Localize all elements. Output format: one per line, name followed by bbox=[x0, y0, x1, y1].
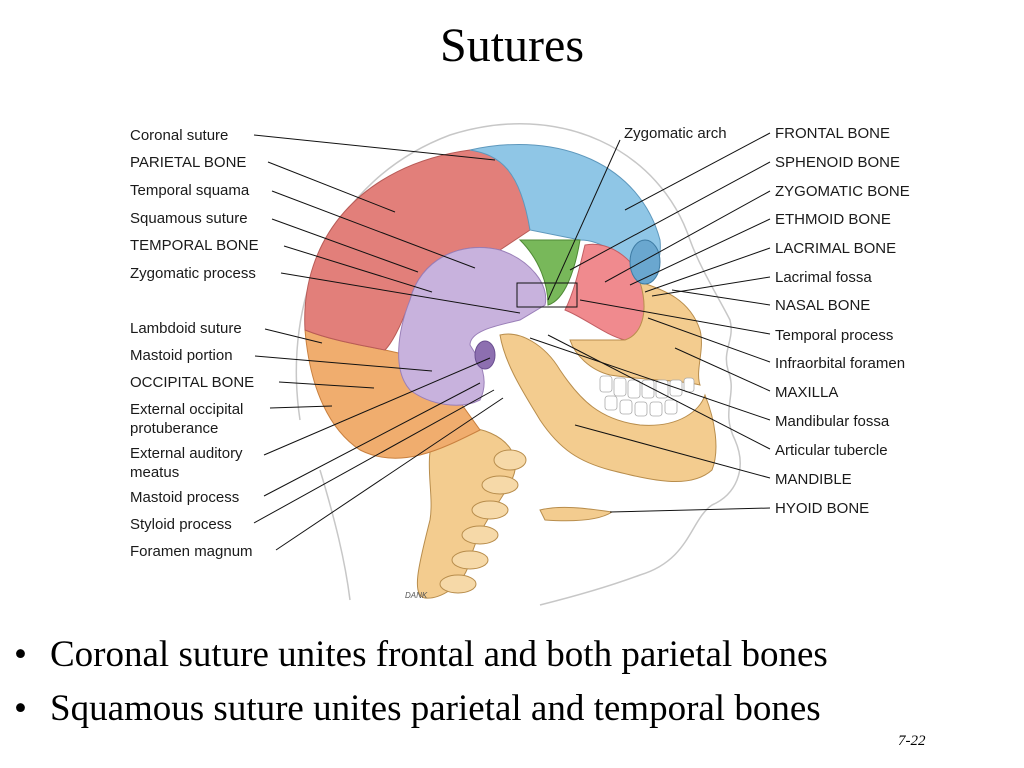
label-occipital-bone: OCCIPITAL BONE bbox=[130, 374, 254, 391]
label-temporal-squama: Temporal squama bbox=[130, 182, 250, 199]
label-sphenoid-bone: SPHENOID BONE bbox=[775, 154, 900, 171]
label-squamous-suture: Squamous suture bbox=[130, 210, 248, 227]
bullet-text: Coronal suture unites frontal and both p… bbox=[50, 634, 828, 675]
mandible bbox=[499, 333, 717, 482]
bullet-icon: • bbox=[14, 688, 27, 729]
label-parietal-bone: PARIETAL BONE bbox=[130, 154, 246, 171]
right-leader-lines bbox=[529, 132, 771, 513]
orbit bbox=[629, 239, 661, 285]
external-auditory-meatus bbox=[474, 340, 496, 370]
label-frontal-bone: FRONTAL BONE bbox=[775, 125, 890, 142]
bullet-icon: • bbox=[14, 634, 27, 675]
bullet-item: • Squamous suture unites parietal and tem… bbox=[14, 682, 1014, 736]
label-articular-tubercle: Articular tubercle bbox=[775, 442, 888, 459]
label-foramen-magnum: Foramen magnum bbox=[130, 543, 253, 560]
label-meatus: meatus bbox=[130, 464, 179, 481]
label-styloid-process: Styloid process bbox=[130, 516, 232, 533]
neck-outline bbox=[319, 469, 351, 601]
bullet-text: Squamous suture unites parietal and temp… bbox=[50, 688, 821, 729]
label-zygomatic-process: Zygomatic process bbox=[130, 265, 256, 282]
bullet-item: • Coronal suture unites frontal and both … bbox=[14, 628, 1014, 682]
hyoid-bone bbox=[539, 506, 614, 522]
label-mandibular-fossa: Mandibular fossa bbox=[775, 413, 890, 430]
label-coronal-suture: Coronal suture bbox=[130, 127, 228, 144]
label-ethmoid-bone: ETHMOID BONE bbox=[775, 211, 891, 228]
label-protuberance: protuberance bbox=[130, 420, 218, 437]
head-outline bbox=[295, 123, 741, 606]
sphenoid-bone bbox=[518, 239, 581, 306]
label-nasal-bone: NASAL BONE bbox=[775, 297, 870, 314]
label-lacrimal-fossa: Lacrimal fossa bbox=[775, 269, 872, 286]
label-temporal-bone: TEMPORAL BONE bbox=[130, 237, 259, 254]
label-mandible: MANDIBLE bbox=[775, 471, 852, 488]
slide-title: Sutures bbox=[440, 19, 584, 72]
label-infraorbital-foramen: Infraorbital foramen bbox=[775, 355, 905, 372]
label-mastoid-process: Mastoid process bbox=[130, 489, 239, 506]
label-mastoid-portion: Mastoid portion bbox=[130, 347, 233, 364]
artist-signature: DANK bbox=[405, 591, 428, 600]
label-hyoid-bone: HYOID BONE bbox=[775, 500, 869, 517]
label-lacrimal-bone: LACRIMAL BONE bbox=[775, 240, 896, 257]
label-maxilla: MAXILLA bbox=[775, 384, 838, 401]
label-external-occipital: External occipital bbox=[130, 401, 243, 418]
teeth bbox=[599, 375, 695, 417]
slide-number: 7-22 bbox=[898, 733, 926, 749]
label-lambdoid-suture: Lambdoid suture bbox=[130, 320, 242, 337]
label-zygomatic-bone: ZYGOMATIC BONE bbox=[775, 183, 910, 200]
left-leader-lines bbox=[253, 134, 521, 551]
zygomatic-arch-highlight bbox=[516, 282, 578, 308]
label-external-auditory: External auditory bbox=[130, 445, 243, 462]
label-zygomatic-arch: Zygomatic arch bbox=[624, 125, 727, 142]
bullet-list: • Coronal suture unites frontal and both … bbox=[14, 628, 1014, 736]
temporal-bone bbox=[398, 246, 547, 406]
cervical-vertebrae bbox=[416, 426, 527, 599]
label-temporal-process: Temporal process bbox=[775, 327, 893, 344]
